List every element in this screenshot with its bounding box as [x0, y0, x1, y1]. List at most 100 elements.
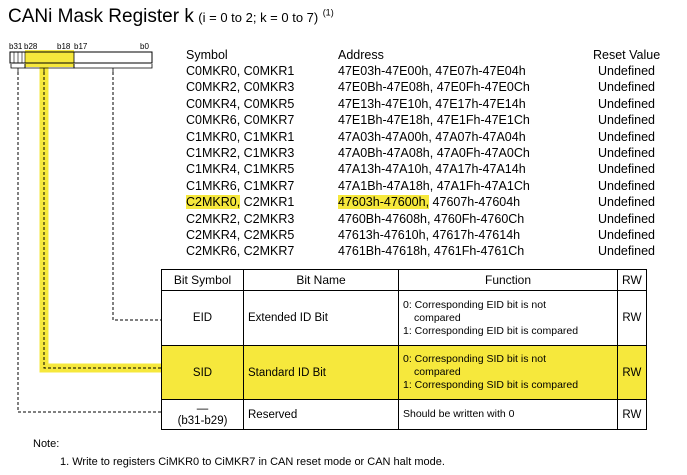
bit-label-b0: b0: [140, 42, 149, 51]
register-reset-value: Undefined: [598, 228, 655, 242]
reserved-dash: —: [196, 402, 209, 415]
sid-leader: [43, 72, 161, 369]
bit-symbol-cell: EID: [161, 290, 244, 346]
rw-header: RW: [617, 269, 647, 291]
register-symbol: C0MKR4, C0MKR5: [186, 96, 295, 111]
register-row: C2MKR0, C2MKR1 47603h-47600h, 47607h-4760…: [0, 195, 687, 211]
bit-label-b18: b18: [57, 42, 71, 51]
highlighted-symbol: C2MKR0,: [186, 195, 241, 210]
register-symbol: C2MKR0, C2MKR1: [186, 195, 295, 210]
address-header: Address: [338, 48, 384, 62]
eid-leader: [112, 72, 161, 321]
rw-cell: RW: [617, 399, 647, 430]
register-reset-value: Undefined: [598, 211, 655, 226]
register-reset-value: Undefined: [598, 129, 655, 144]
bit-symbol-cell: — (b31-b29): [161, 399, 244, 430]
register-symbol: C0MKR0, C0MKR1: [186, 64, 295, 78]
function-line: compared: [414, 311, 461, 324]
bit-row-eid: EID Extended ID Bit 0: Corresponding EID…: [161, 290, 647, 346]
register-address: 4760Bh-47608h, 4760Fh-4760Ch: [338, 211, 525, 226]
function-line: compared: [414, 366, 461, 378]
register-row: C0MKR6, C0MKR7 47E1Bh-47E18h, 47E1Fh-47E1…: [0, 113, 687, 129]
bit-symbol-cell: SID: [161, 345, 244, 400]
bit-name-cell: Extended ID Bit: [243, 290, 399, 346]
register-address: 47A03h-47A00h, 47A07h-47A04h: [338, 129, 526, 144]
register-reset-value: Undefined: [598, 96, 655, 111]
rw-cell: RW: [617, 345, 647, 400]
page-title: CANi Mask Register k (i = 0 to 2; k = 0 …: [8, 6, 334, 28]
register-row: C2MKR6, C2MKR7 4761Bh-47618h, 4761Fh-4761…: [0, 244, 687, 260]
register-symbol: C1MKR2, C1MKR3: [186, 146, 295, 160]
rw-cell: RW: [617, 290, 647, 346]
symbol-rest: C2MKR1: [240, 195, 295, 210]
register-row: C1MKR4, C1MKR5 47A13h-47A10h, 47A17h-47A1…: [0, 162, 687, 178]
bit-label-b31: b31: [9, 42, 23, 51]
reserved-leader: [17, 72, 161, 413]
note-item: 1. Write to registers CiMKR0 to CiMKR7 i…: [60, 456, 445, 468]
register-row: C1MKR2, C1MKR3 47A0Bh-47A08h, 47A0Fh-47A0…: [0, 146, 687, 162]
function-cell: 0: Corresponding EID bit is not compared…: [398, 290, 618, 346]
register-table-header: Symbol Address Reset Value: [0, 48, 687, 64]
register-row: C0MKR0, C0MKR1 47E03h-47E00h, 47E07h-47E0…: [0, 64, 687, 80]
function-line: 0: Corresponding EID bit is not: [403, 298, 546, 311]
register-reset-value: Undefined: [598, 178, 655, 193]
function-cell: Should be written with 0: [398, 399, 618, 430]
title-main: CANi Mask Register k: [8, 6, 194, 27]
highlighted-address: 47603h-47600h,: [338, 195, 430, 210]
symbol-header: Symbol: [186, 48, 228, 62]
address-rest: 47607h-47604h: [429, 195, 521, 210]
bit-label-b28: b28: [24, 42, 38, 51]
bit-row-reserved: — (b31-b29) Reserved Should be written w…: [161, 399, 647, 430]
register-row: C0MKR4, C0MKR5 47E13h-47E10h, 47E17h-47E1…: [0, 97, 687, 113]
function-header: Function: [398, 269, 618, 291]
bit-table-header: Bit Symbol Bit Name Function RW: [161, 269, 647, 291]
register-symbol: C1MKR0, C1MKR1: [186, 129, 295, 144]
title-note-ref: (1): [322, 7, 334, 18]
register-symbol: C2MKR6, C2MKR7: [186, 244, 295, 259]
register-address: 47613h-47610h, 47617h-47614h: [338, 228, 521, 242]
register-symbol: C2MKR2, C2MKR3: [186, 211, 295, 226]
bit-definition-table: Bit Symbol Bit Name Function RW EID Exte…: [161, 269, 647, 430]
register-reset-value: Undefined: [598, 146, 655, 160]
register-address: 47A1Bh-47A18h, 47A1Fh-47A1Ch: [338, 178, 530, 193]
function-cell: 0: Corresponding SID bit is not compared…: [398, 345, 618, 400]
register-box: [9, 51, 153, 64]
register-symbol: C0MKR2, C0MKR3: [186, 80, 295, 95]
register-address: 47E13h-47E10h, 47E17h-47E14h: [338, 96, 526, 111]
register-address: 47E1Bh-47E18h, 47E1Fh-47E1Ch: [338, 113, 530, 128]
bit-row-sid: SID Standard ID Bit 0: Corresponding SID…: [161, 345, 647, 400]
note-label: Note:: [33, 438, 60, 450]
bit-label-b17: b17: [74, 42, 88, 51]
register-address: 47E03h-47E00h, 47E07h-47E04h: [338, 64, 526, 78]
bit-name-cell: Standard ID Bit: [243, 345, 399, 400]
function-line: 1: Corresponding SID bit is compared: [403, 379, 579, 391]
bit-name-cell: Reserved: [243, 399, 399, 430]
register-address: 47A13h-47A10h, 47A17h-47A14h: [338, 162, 526, 177]
bit-name-header: Bit Name: [243, 269, 399, 291]
reserved-bit-range: (b31-b29): [177, 414, 228, 427]
function-line: Should be written with 0: [403, 408, 515, 420]
title-condition: (i = 0 to 2; k = 0 to 7): [198, 10, 319, 25]
register-address: 47E0Bh-47E08h, 47E0Fh-47E0Ch: [338, 80, 530, 95]
register-row: C1MKR0, C1MKR1 47A03h-47A00h, 47A07h-47A0…: [0, 130, 687, 146]
register-row: C2MKR2, C2MKR3 4760Bh-47608h, 4760Fh-4760…: [0, 212, 687, 228]
function-line: 1: Corresponding EID bit is compared: [403, 324, 579, 337]
function-line: 0: Corresponding SID bit is not: [403, 353, 546, 365]
register-reset-value: Undefined: [598, 195, 655, 210]
register-symbol: C0MKR6, C0MKR7: [186, 113, 295, 128]
register-address: 4761Bh-47618h, 4761Fh-4761Ch: [338, 244, 525, 259]
register-address: 47A0Bh-47A08h, 47A0Fh-47A0Ch: [338, 146, 530, 160]
bit-symbol-header: Bit Symbol: [161, 269, 244, 291]
register-symbol: C1MKR4, C1MKR5: [186, 162, 295, 177]
register-row: C0MKR2, C0MKR3 47E0Bh-47E08h, 47E0Fh-47E0…: [0, 80, 687, 96]
register-reset-value: Undefined: [598, 80, 655, 95]
register-reset-value: Undefined: [598, 113, 655, 128]
register-reset-value: Undefined: [598, 244, 655, 259]
register-reset-value: Undefined: [598, 162, 655, 177]
register-address: 47603h-47600h, 47607h-47604h: [338, 195, 521, 210]
reset-value-header: Reset Value: [593, 48, 661, 62]
register-reset-value: Undefined: [598, 64, 655, 78]
